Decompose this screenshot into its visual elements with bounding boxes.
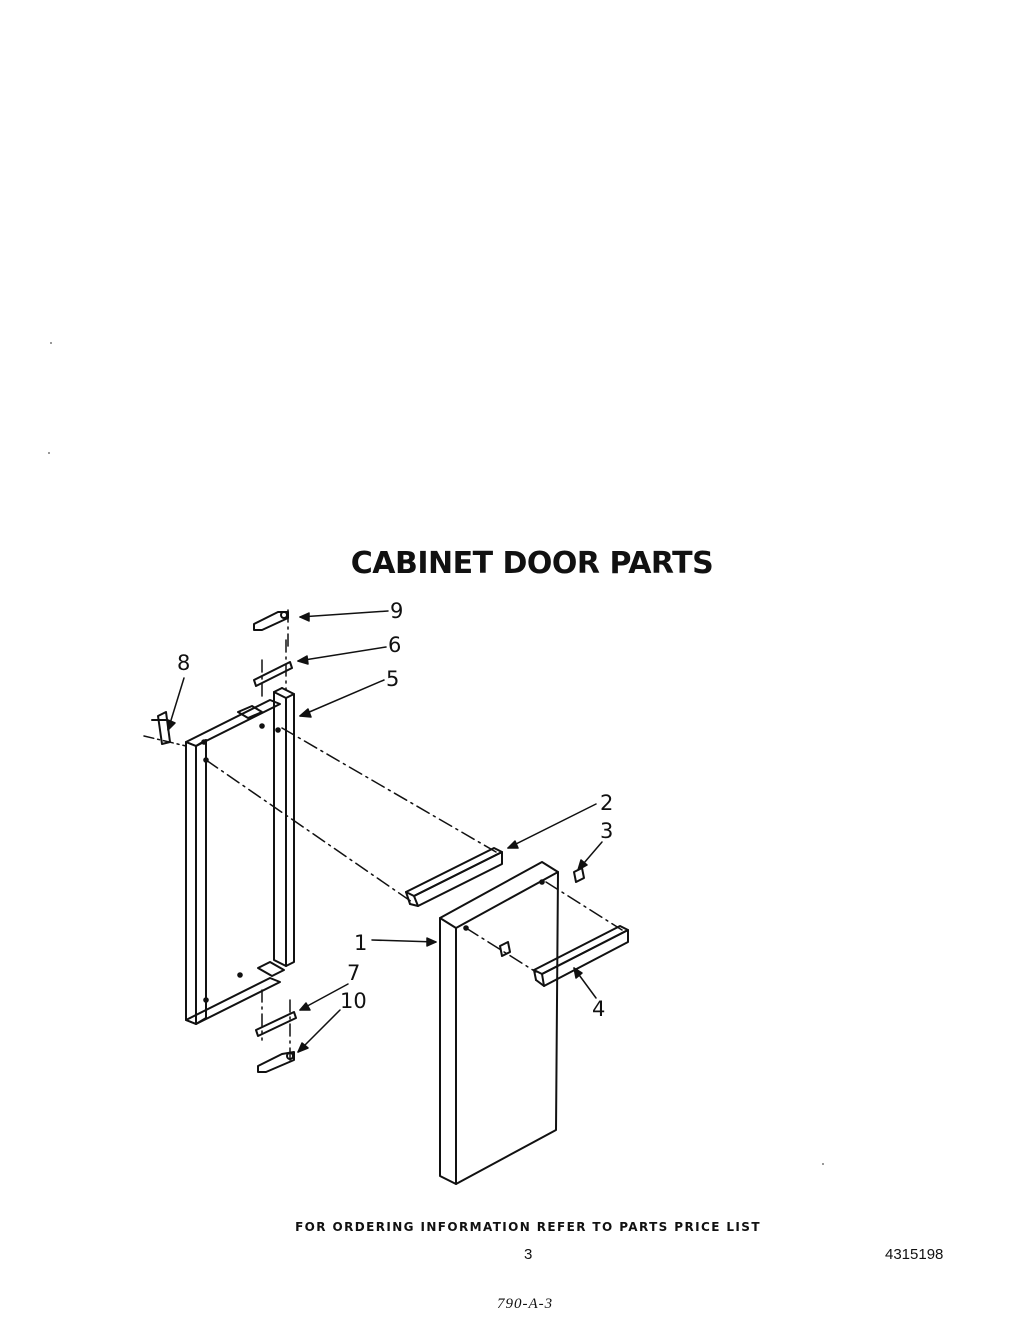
callout-10: 10 xyxy=(340,989,367,1013)
scan-speck xyxy=(48,452,50,454)
callout-1: 1 xyxy=(354,931,367,955)
scan-speck xyxy=(50,342,52,344)
page-number: 3 xyxy=(524,1246,533,1263)
alignment-lines xyxy=(205,727,623,973)
callout-3: 3 xyxy=(600,819,613,843)
leader-lines xyxy=(167,610,603,1053)
callout-6: 6 xyxy=(388,633,401,657)
ordering-info-footer: FOR ORDERING INFORMATION REFER TO PARTS … xyxy=(295,1220,761,1234)
door-frame xyxy=(185,687,295,1025)
callout-8: 8 xyxy=(177,651,190,675)
callout-7: 7 xyxy=(347,961,360,985)
document-number: 4315198 xyxy=(885,1246,944,1263)
callout-5: 5 xyxy=(386,667,399,691)
hinge-pin-part-10 xyxy=(257,1051,295,1073)
callout-2: 2 xyxy=(600,791,613,815)
page-title: CABINET DOOR PARTS xyxy=(350,546,714,581)
hinge-plate-part-6 xyxy=(253,661,293,687)
trim-bar-part-2 xyxy=(405,847,503,907)
bracket-part-8 xyxy=(143,711,187,747)
door-panel-part-1 xyxy=(439,861,559,1185)
handwritten-note: 790-A-3 xyxy=(497,1296,554,1312)
hinge-pin-part-9 xyxy=(253,611,289,631)
callout-4: 4 xyxy=(592,997,605,1021)
handle-part-4 xyxy=(533,925,629,987)
scan-speck xyxy=(822,1163,824,1165)
callout-9: 9 xyxy=(390,599,403,623)
hinge-plate-part-7 xyxy=(255,1011,297,1037)
